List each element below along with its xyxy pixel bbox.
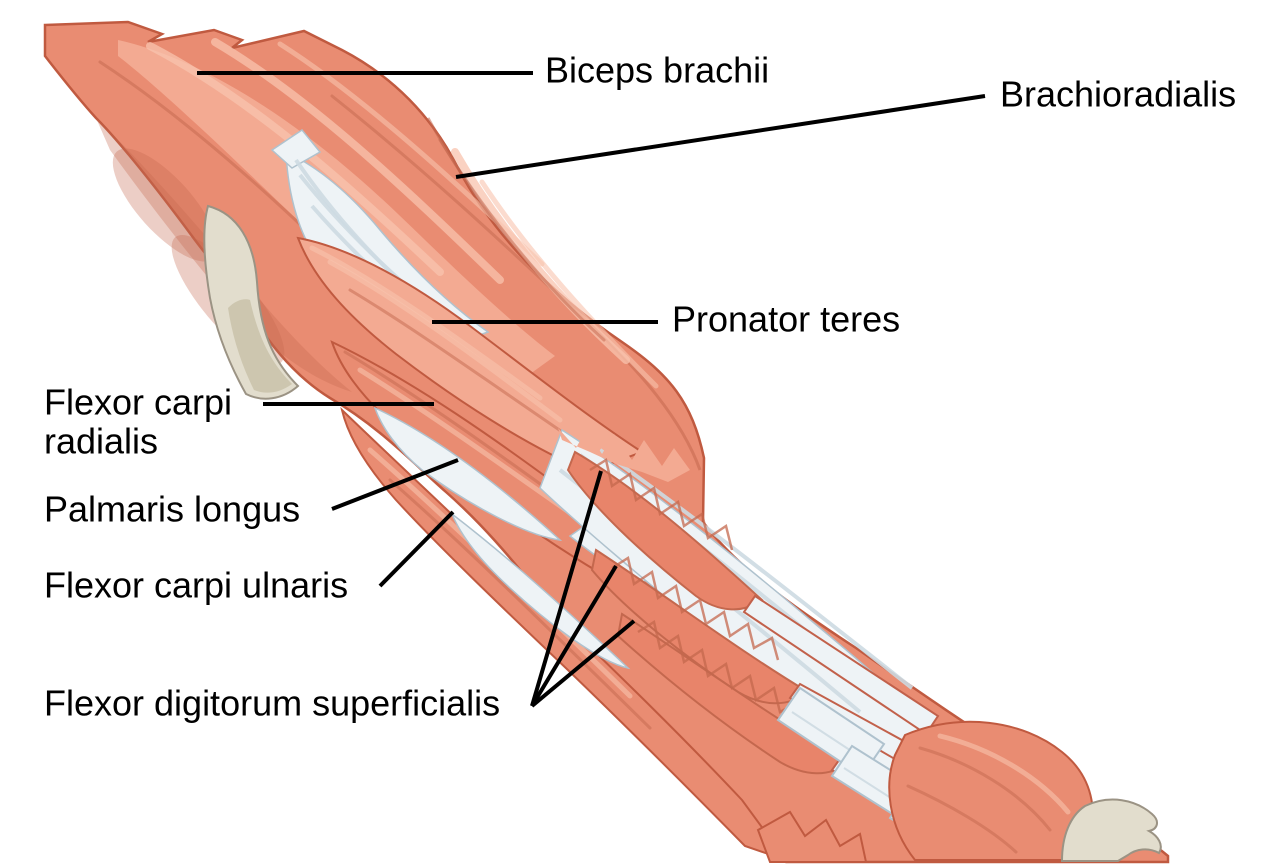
leader-lines: [197, 71, 986, 708]
muscle-fringe-bottom: [756, 810, 868, 863]
muscle-body: [888, 720, 1094, 861]
fiber-chevron: [637, 620, 806, 725]
elbow-bone: [203, 204, 300, 400]
fiber-stripe: [479, 179, 659, 389]
brachioradialis-muscle: [426, 117, 702, 471]
fiber-chevron: [589, 458, 734, 551]
fiber-stripe: [438, 138, 606, 342]
muscle-shadow: [96, 118, 352, 392]
fiber-stripe: [906, 784, 1018, 854]
leader-line-brachioradialis: [455, 94, 986, 179]
label-flexor-digitorum-superficialis: Flexor digitorum superficialis: [44, 683, 500, 724]
arm-illustration: [43, 20, 1170, 864]
muscle-belly: [616, 612, 850, 775]
label-brachioradialis: Brachioradialis: [1000, 74, 1236, 115]
fiber-stripe: [309, 245, 543, 401]
leader-line-palmaris-longus: [331, 458, 459, 511]
palmaris-longus-tendon: [373, 406, 563, 542]
fiber-stripe: [918, 746, 1052, 832]
leader-line-flexor-carpi-ulnaris: [378, 510, 455, 588]
bone-surface: [203, 204, 300, 400]
pronator-teres-muscle: [296, 236, 645, 474]
fiber-stripe: [327, 259, 563, 423]
label-palmaris-longus: Palmaris longus: [44, 489, 300, 530]
label-flexor-carpi-radialis-line1: Flexor carpi: [44, 382, 232, 423]
tendon-streak: [598, 448, 914, 690]
flexor-digitorum-superficialis-muscle: [566, 450, 850, 775]
fiber-chevron: [611, 556, 780, 661]
bone-shading: [228, 299, 292, 393]
fiber-stripe: [388, 478, 652, 730]
muscle-shadow: [112, 148, 218, 262]
label-pronator-teres: Pronator teres: [672, 299, 900, 340]
hand-bone-tip: [1060, 798, 1162, 862]
leader-line-fds-2: [530, 564, 618, 708]
label-flexor-carpi-ulnaris: Flexor carpi ulnaris: [44, 565, 348, 606]
label-biceps-brachii: Biceps brachii: [545, 50, 769, 91]
leader-line-fds-3: [530, 619, 636, 708]
fiber-stripe: [348, 288, 582, 446]
labels: Biceps brachii Brachioradialis Pronator …: [44, 50, 1236, 724]
tendon-tuft: [270, 128, 322, 169]
muscle-belly: [566, 450, 764, 611]
label-flexor-carpi-radialis-line2: radialis: [44, 421, 158, 462]
muscle-fringe: [558, 428, 690, 482]
tendon-sliver: [450, 511, 631, 670]
thenar-muscle: [888, 720, 1094, 861]
fiber-stripe: [211, 38, 504, 284]
leader-line-fds-1: [530, 470, 603, 707]
flexor-carpi-ulnaris-muscle: [340, 406, 789, 862]
fiber-stripe: [937, 733, 1071, 815]
